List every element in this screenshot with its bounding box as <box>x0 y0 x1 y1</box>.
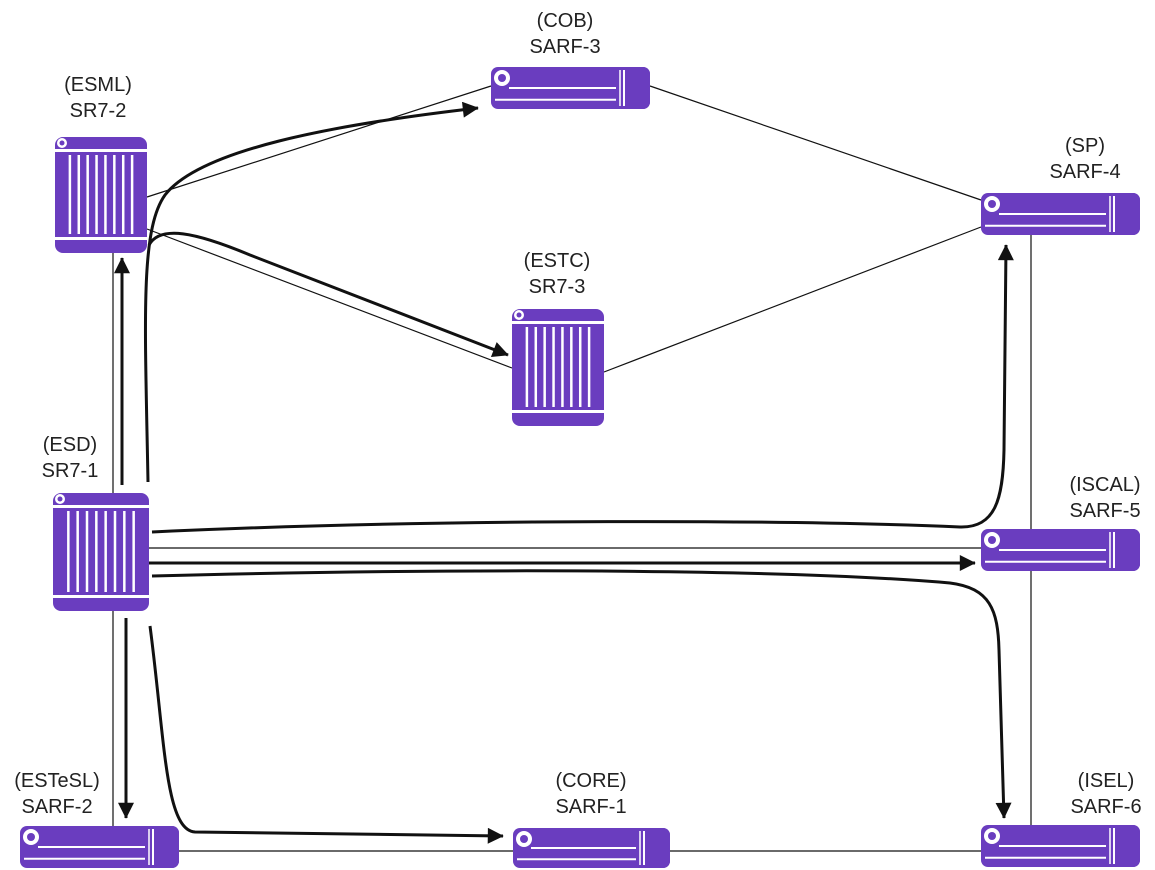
node-label-sarf-5: (ISCAL) SARF-5 <box>1025 472 1155 524</box>
node-site: (ISEL) <box>1077 770 1135 792</box>
node-name: SARF-2 <box>21 796 93 818</box>
node-site: (ESML) <box>64 74 132 96</box>
node-name: SARF-3 <box>529 36 601 58</box>
link-sr7-2-sr7-3 <box>146 228 513 369</box>
node-label-sarf-2: (ESTeSL) SARF-2 <box>0 768 137 820</box>
node-label-sr7-2: (ESML) SR7-2 <box>18 72 178 124</box>
access-router-icon[interactable] <box>981 529 1140 571</box>
node-name: SARF-6 <box>1070 796 1142 818</box>
link-sr7-3-sarf-4 <box>603 226 982 373</box>
access-router-icon[interactable] <box>981 193 1140 235</box>
path-arrow-sr7-1-sarf-4 <box>151 244 1014 534</box>
node-site: (CORE) <box>555 770 627 792</box>
node-site: (ESTeSL) <box>14 770 100 792</box>
nodes-layer <box>20 67 1140 868</box>
node-label-sarf-3: (COB) SARF-3 <box>485 8 645 60</box>
node-name: SARF-4 <box>1049 161 1121 183</box>
node-site: (ESTC) <box>523 250 591 272</box>
node-site: (SP) <box>1065 135 1105 157</box>
node-label-sarf-4: (SP) SARF-4 <box>1005 133 1155 185</box>
link-sr7-2-sarf-3 <box>146 85 492 198</box>
node-site: (ISCAL) <box>1069 474 1141 496</box>
router-chassis-icon[interactable] <box>512 309 604 426</box>
access-router-icon[interactable] <box>20 826 179 868</box>
router-chassis-icon[interactable] <box>55 137 147 253</box>
node-name: SARF-5 <box>1069 500 1141 522</box>
router-chassis-icon[interactable] <box>53 493 149 611</box>
node-label-sr7-3: (ESTC) SR7-3 <box>477 248 637 300</box>
link-sarf-3-sarf-4 <box>649 85 982 201</box>
node-site: (COB) <box>536 10 594 32</box>
node-label-sarf-6: (ISEL) SARF-6 <box>1026 768 1155 820</box>
node-name: SR7-3 <box>528 276 586 298</box>
node-label-sarf-1: (CORE) SARF-1 <box>511 768 671 820</box>
node-name: SR7-1 <box>41 460 99 482</box>
path-arrow-sr7-2-sr7-3 <box>147 231 509 358</box>
node-name: SARF-1 <box>555 796 627 818</box>
node-label-sr7-1: (ESD) SR7-1 <box>0 432 150 484</box>
path-arrow-sr7-1-sarf-3 <box>143 101 479 483</box>
paths-layer <box>114 101 1014 844</box>
access-router-icon[interactable] <box>491 67 650 109</box>
path-arrow-sr7-1-sarf-6 <box>151 569 1012 819</box>
node-name: SR7-2 <box>69 100 127 122</box>
path-arrow-sr7-1-sarf-1 <box>148 625 504 844</box>
links-layer <box>112 85 1032 852</box>
access-router-icon[interactable] <box>513 828 670 868</box>
node-site: (ESD) <box>42 434 98 456</box>
access-router-icon[interactable] <box>981 825 1140 867</box>
